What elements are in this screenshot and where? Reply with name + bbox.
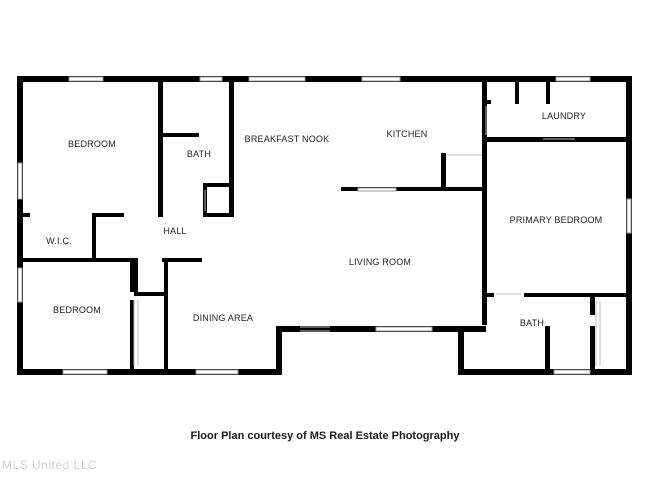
room-label-living-room: LIVING ROOM: [349, 257, 411, 267]
door-openings: [133, 106, 601, 366]
room-label-hall: HALL: [163, 226, 186, 236]
room-label-bath-1: BATH: [187, 149, 211, 159]
mls-watermark: MLS United LLC: [2, 458, 98, 472]
floor-plan-caption: Floor Plan courtesy of MS Real Estate Ph…: [190, 430, 460, 442]
room-labels: BEDROOM BATH BREAKFAST NOOK KITCHEN LAUN…: [46, 111, 602, 328]
room-label-wic: W.I.C.: [46, 236, 72, 246]
room-label-dining-area: DINING AREA: [193, 313, 253, 323]
windows: [17, 76, 632, 375]
interior-walls: [23, 82, 626, 370]
room-label-breakfast-nook: BREAKFAST NOOK: [245, 134, 330, 144]
room-label-bedroom-1: BEDROOM: [68, 139, 116, 149]
room-label-kitchen: KITCHEN: [387, 129, 428, 139]
room-label-bath-2: BATH: [520, 318, 544, 328]
exterior-walls: [17, 76, 632, 375]
room-label-primary-bedroom: PRIMARY BEDROOM: [510, 215, 603, 225]
room-label-bedroom-2: BEDROOM: [53, 305, 101, 315]
room-label-laundry: LAUNDRY: [542, 111, 586, 121]
